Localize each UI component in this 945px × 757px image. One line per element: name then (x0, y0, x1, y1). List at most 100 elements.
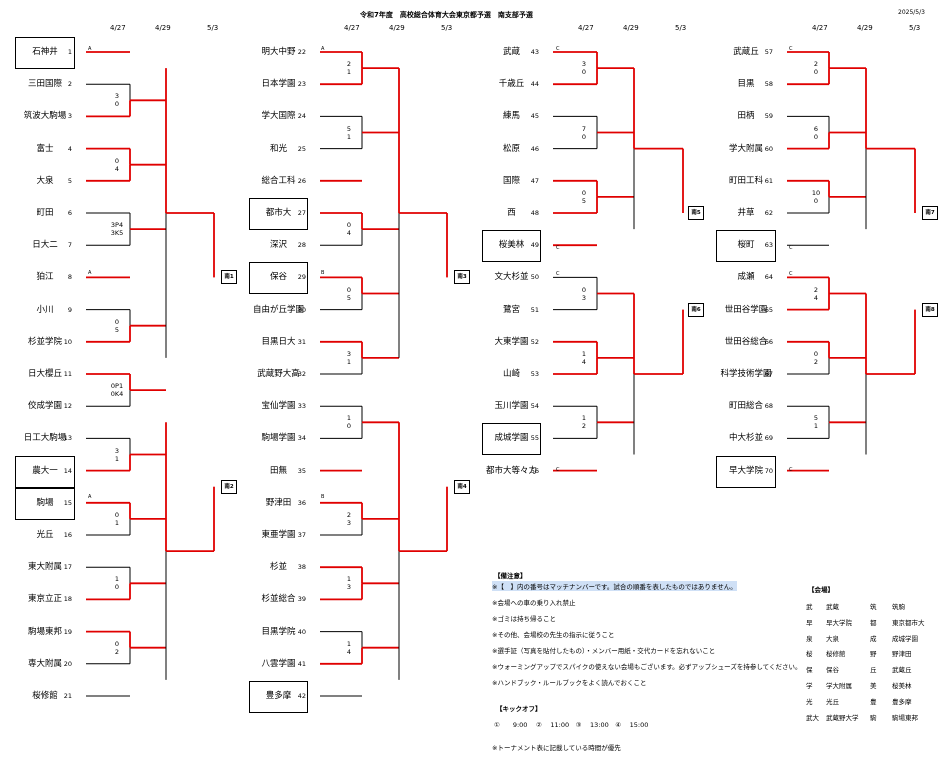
group-letter: C (556, 271, 560, 277)
score-top: 3 (114, 446, 120, 455)
group-letter: C (556, 46, 560, 52)
team-name: 桜町 (737, 240, 755, 251)
team-name: 豊多摩 (265, 691, 292, 701)
round-date: 5/3 (207, 24, 219, 32)
score-bottom: 3 (346, 518, 352, 527)
notes-footer: ※トーナメント表に記載している時間が優先 (492, 744, 621, 752)
venue-name: 武蔵 (826, 603, 839, 611)
match-seed-number: 61 (764, 176, 773, 185)
team-name: 武蔵丘 (733, 47, 759, 57)
team-name: 総合工科 (261, 175, 296, 186)
venue-code: 早 (806, 618, 813, 627)
team-name: 千歳丘 (498, 79, 525, 90)
match-seed-number: 59 (764, 112, 773, 121)
venue-code: 桜 (806, 650, 813, 659)
match-seed-number: 43 (530, 48, 539, 56)
team-name: 野津田 (265, 497, 292, 508)
team-name: 井草 (737, 208, 755, 218)
match-seed-number: 53 (530, 370, 539, 378)
team-name: 目黒学院 (261, 626, 296, 637)
score-bottom: 0 (114, 583, 120, 592)
venue-name: 野津田 (892, 650, 912, 659)
match-seed-number: 20 (63, 659, 72, 668)
round-date: 5/3 (675, 24, 687, 32)
host-team-box (716, 230, 776, 263)
team-name: 中大杉並 (728, 433, 763, 444)
match-seed-number: 7 (67, 241, 72, 250)
team-name: 町田総合 (728, 401, 763, 412)
match-seed-number: 18 (63, 595, 72, 604)
match-seed-number: 2 (67, 80, 72, 89)
host-team-box (249, 681, 308, 713)
team-name: 東亜学園 (261, 530, 296, 540)
score-top: 3P4 (110, 221, 124, 230)
team-name: 町田 (36, 208, 54, 218)
score-top: 0 (114, 317, 120, 326)
team-name: 都市大 (265, 208, 292, 218)
venue-code: 筑 (870, 603, 877, 611)
score-bottom: 3 (581, 293, 587, 302)
block-winner-box: 南3 (454, 270, 470, 285)
venue-name: 筑駒 (892, 603, 905, 611)
team-name: 早大学院 (728, 465, 763, 476)
group-letter: B (321, 494, 325, 500)
team-name: 都市大等々力 (485, 465, 537, 476)
match-seed-number: 17 (63, 563, 72, 572)
score-bottom: 0 (581, 132, 587, 141)
group-letter: A (88, 494, 92, 500)
score-bottom: 4 (346, 647, 352, 656)
score-top: 2 (813, 60, 819, 69)
venue-name: 成城学園 (892, 634, 918, 643)
team-name: 専大附属 (27, 658, 62, 669)
team-name: 杉並 (269, 562, 287, 573)
team-name: 駒場東邦 (27, 626, 62, 637)
team-name: 日大櫻丘 (27, 369, 62, 379)
host-team-box (15, 455, 75, 488)
note-line: ※ハンドブック・ルールブックをよく読んでおくこと (492, 679, 647, 687)
host-team-box (249, 198, 308, 230)
team-name: 駒場学園 (261, 433, 296, 444)
round-date: 4/29 (389, 24, 405, 32)
match-seed-number: 4 (67, 144, 72, 153)
block-winner-box: 南1 (221, 270, 237, 285)
score-top: 2 (346, 510, 352, 519)
score-top: 3 (114, 92, 120, 101)
host-team-box (15, 487, 75, 520)
match-seed-number: 1 (67, 48, 72, 56)
match-seed-number: 10 (63, 337, 72, 346)
team-name: 世田谷学園 (724, 304, 768, 315)
match-seed-number: 70 (764, 466, 773, 475)
match-seed-number: 26 (297, 176, 306, 185)
venue-name: 保谷 (826, 666, 839, 675)
team-name: 学大国際 (261, 111, 296, 122)
match-seed-number: 29 (297, 273, 306, 282)
kickoff-heading: 【キックオフ】 (496, 705, 542, 713)
team-name: 東大附属 (27, 562, 62, 573)
score-top: 0 (114, 156, 120, 165)
venue-name: 早大学院 (826, 618, 852, 627)
score-top: 6 (813, 124, 819, 133)
match-seed-number: 39 (297, 595, 306, 604)
score-top: 0 (114, 639, 120, 648)
host-team-box (482, 230, 541, 263)
team-name: 光丘 (36, 530, 54, 540)
match-seed-number: 50 (530, 273, 539, 282)
block-winner-box: 南8 (922, 302, 938, 317)
score-top: 1 (346, 639, 352, 648)
score-top: 1 (581, 414, 587, 423)
team-name: 保谷 (269, 272, 287, 283)
score-bottom: 4 (346, 229, 352, 238)
match-seed-number: 15 (63, 498, 72, 507)
team-name: 桜修館 (32, 691, 58, 701)
match-seed-number: 21 (63, 692, 72, 700)
kickoff-times: ① 9:00 ② 11:00 ③ 13:00 ④ 15:00 (494, 721, 649, 729)
match-seed-number: 14 (63, 466, 72, 475)
match-seed-number: 60 (764, 144, 773, 153)
score-bottom: 5 (346, 293, 352, 302)
score-bottom: 4 (813, 293, 819, 302)
team-name: 鷺宮 (502, 304, 520, 315)
group-letter: C (556, 245, 560, 251)
match-seed-number: 64 (764, 273, 773, 282)
